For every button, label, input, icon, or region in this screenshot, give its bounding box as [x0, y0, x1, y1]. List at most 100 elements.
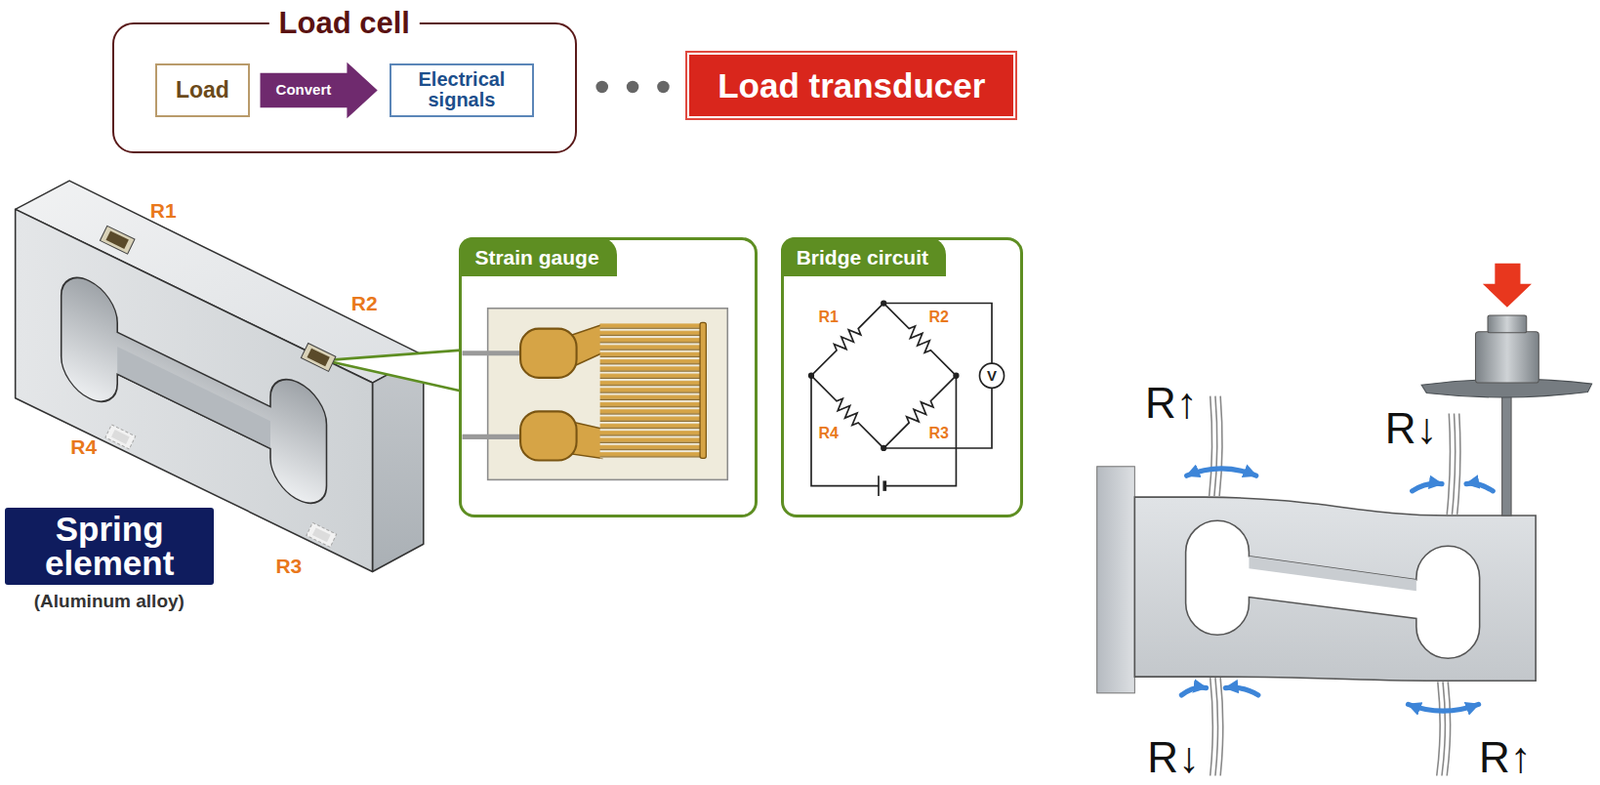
compression-arrow	[1466, 483, 1493, 492]
gauge-line	[1446, 681, 1450, 776]
strain-arrows	[1181, 468, 1493, 711]
resistor-symbol	[807, 298, 889, 380]
solder-pad	[520, 328, 576, 378]
resistor-path	[879, 370, 961, 452]
gauge-callout: R2	[351, 292, 378, 316]
hidden-gauge-mark	[105, 424, 136, 450]
resistance-change: R↑	[1478, 733, 1532, 780]
block-side-face	[372, 355, 424, 573]
panel-ground	[458, 237, 757, 518]
gauge-line	[1220, 677, 1224, 776]
resistor-path	[879, 298, 961, 380]
hidden-gauge-mark	[306, 522, 337, 547]
resistor-symbol	[879, 298, 961, 380]
junction-dot	[952, 372, 959, 379]
gauge-line	[1451, 412, 1455, 514]
box-label: Load	[175, 78, 230, 103]
gauge-line	[1446, 412, 1450, 514]
box-label: Spring element	[4, 511, 213, 580]
resistance-change: R↓	[1147, 733, 1200, 780]
weight-body	[1475, 331, 1539, 383]
gauge-line	[1215, 677, 1219, 776]
resistor-name: R2	[928, 308, 948, 327]
panel-tab-title: Strain gauge	[458, 237, 616, 277]
gauge-base	[105, 424, 136, 450]
output-box: Electrical signals	[389, 63, 534, 118]
gauge-callout: R4	[70, 435, 97, 458]
block-arrow	[260, 62, 378, 119]
gauge-callout: R3	[275, 555, 302, 578]
compression-arrow	[1181, 687, 1206, 696]
gauge-grid	[312, 527, 331, 542]
arrow-label: Convert	[273, 81, 335, 100]
box-label: Electrical signals	[410, 69, 513, 111]
gauge-base	[99, 225, 135, 254]
tension-arrow	[1187, 468, 1257, 476]
gauge-line	[1436, 681, 1440, 776]
wire	[883, 387, 992, 449]
hole-edge	[117, 373, 271, 449]
resistor-path	[807, 370, 889, 452]
junction-dot	[880, 445, 887, 452]
panel-ground	[780, 237, 1025, 518]
junction-dot	[808, 372, 815, 379]
weight-knob	[1487, 315, 1527, 333]
wire	[811, 375, 879, 487]
gauge-line	[1441, 681, 1445, 776]
strain-gauge-lines	[1209, 396, 1461, 777]
compression-arrow	[1225, 687, 1258, 696]
block-hole	[61, 267, 328, 514]
hole-inner-wall	[1248, 556, 1416, 592]
callout-wedge	[324, 350, 461, 392]
ellipsis-dot	[626, 81, 640, 94]
gauge-grid	[600, 322, 703, 458]
beam-hole	[1186, 520, 1480, 658]
hole-outline	[61, 267, 328, 514]
ellipsis-dot	[656, 81, 670, 94]
resistor-symbol	[879, 370, 961, 452]
gauge-line	[1214, 396, 1218, 496]
resistor-symbol	[807, 370, 889, 452]
resistance-change: R↑	[1145, 379, 1198, 427]
gauge-line	[1457, 412, 1461, 514]
fixed-wall	[1097, 466, 1136, 694]
gauge-backing	[488, 308, 729, 481]
strain-gauge-mark	[300, 343, 336, 372]
wire	[883, 303, 992, 365]
compression-arrow	[1412, 483, 1442, 492]
gauge-base	[306, 522, 337, 547]
voltmeter-symbol	[979, 363, 1004, 388]
gauge-grid	[306, 348, 329, 368]
gauge-base	[300, 343, 336, 372]
resistor-name: R1	[819, 308, 839, 327]
load-post	[1502, 387, 1512, 516]
wire	[884, 375, 956, 487]
gauge-line	[1209, 396, 1213, 496]
resistance-change: R↓	[1385, 405, 1438, 452]
gauge-line	[1210, 677, 1214, 776]
battery-plate	[877, 475, 880, 496]
gauge-callout: R1	[150, 200, 177, 223]
bridge-wiring	[807, 298, 1005, 496]
meter-symbol-text: V	[986, 367, 997, 384]
resistor-name: R3	[928, 424, 948, 443]
gauge-grid	[111, 429, 130, 445]
gauge-end-loop	[699, 322, 706, 458]
hole-inner-wall	[117, 346, 271, 449]
load-arrow	[1482, 263, 1532, 308]
solder-pad	[520, 410, 576, 460]
frame-heading: Load cell	[269, 6, 420, 41]
gauge-grid	[106, 230, 129, 249]
ellipsis-dot	[595, 81, 609, 94]
tension-arrow	[1407, 703, 1478, 711]
banner-label: Load transducer	[717, 67, 985, 106]
strain-gauge-mark	[99, 225, 135, 254]
detail-panel: Strain gauge	[458, 237, 757, 518]
panel-tab-title: Bridge circuit	[780, 237, 946, 277]
resistor-name: R4	[819, 424, 839, 443]
bent-beam	[1134, 496, 1536, 681]
result-banner: Load transducer	[685, 50, 1018, 121]
material-note: (Aluminum alloy)	[34, 590, 185, 612]
resistor-path	[807, 298, 889, 380]
